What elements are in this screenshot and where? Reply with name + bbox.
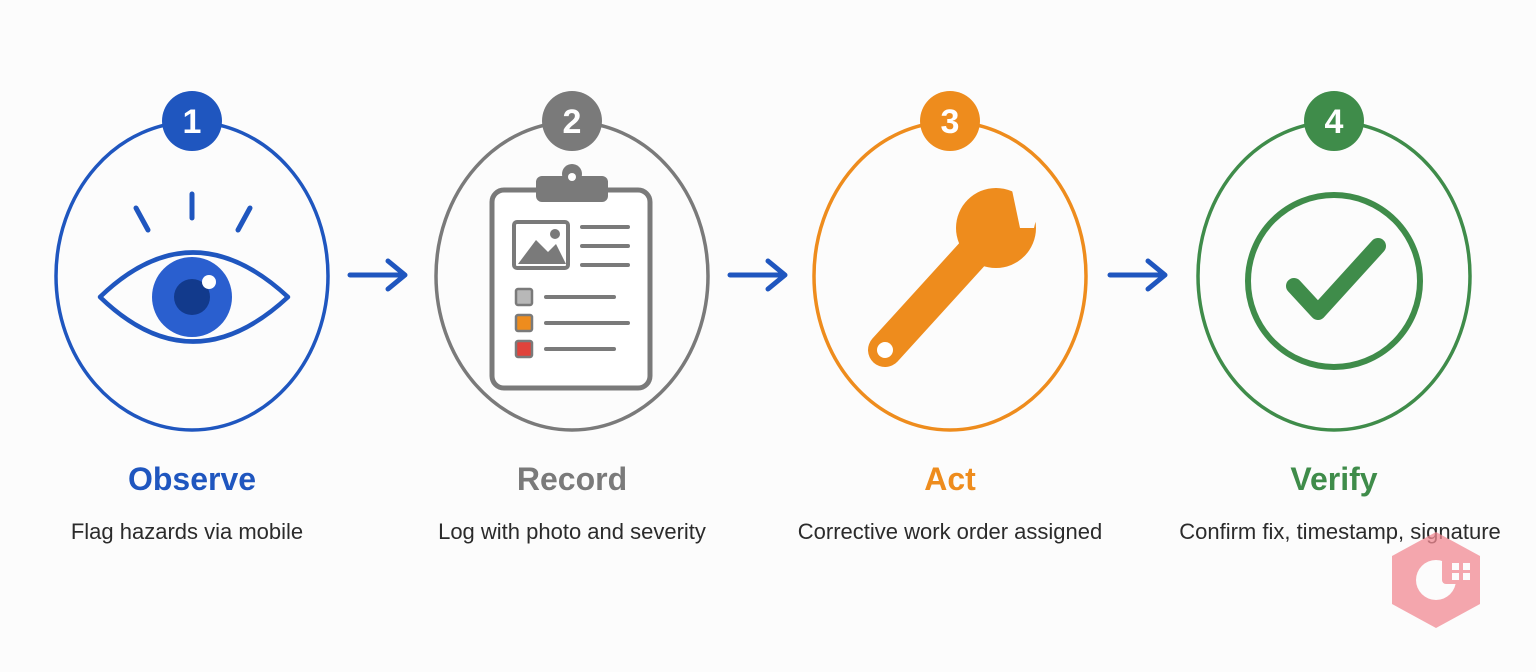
step-2-number: 2: [563, 103, 582, 141]
step-1-description: Flag hazards via mobile: [71, 519, 303, 544]
step-3-number: 3: [941, 103, 960, 141]
step-2-description: Log with photo and severity: [438, 519, 706, 544]
wrench-icon: [868, 178, 1046, 367]
arrow-right-icon: [727, 258, 788, 292]
step-1-number: 1: [183, 103, 202, 141]
step-4-circle: [1196, 120, 1472, 432]
step-1-title: Observe: [128, 461, 256, 497]
step-observe: 1 Observe Flag hazards via mobile: [54, 91, 330, 544]
step-2-badge: [542, 91, 602, 151]
step-3-description: Corrective work order assigned: [798, 519, 1102, 544]
step-4-title: Verify: [1290, 461, 1377, 497]
step-4-badge: [1304, 91, 1364, 151]
arrow-right-icon: [1107, 258, 1168, 292]
arrow-right-icon: [347, 258, 408, 292]
step-4-description: Confirm fix, timestamp, signature: [1179, 519, 1501, 544]
checkmark-icon: [1245, 192, 1423, 370]
step-1-badge: [162, 91, 222, 151]
step-3-badge: [920, 91, 980, 151]
step-2-title: Record: [517, 461, 627, 497]
step-act: 3 Act Corrective work order assigned: [798, 91, 1102, 544]
watermark-logo-icon: [1392, 532, 1480, 628]
step-4-number: 4: [1325, 103, 1344, 141]
step-3-title: Act: [924, 461, 976, 497]
eye-icon: [97, 191, 291, 344]
step-record: 2 Record Log with photo and severity: [434, 91, 710, 544]
step-verify: 4 Verify Confirm fix, timestamp, signatu…: [1179, 91, 1501, 544]
clipboard-icon: [489, 164, 653, 391]
